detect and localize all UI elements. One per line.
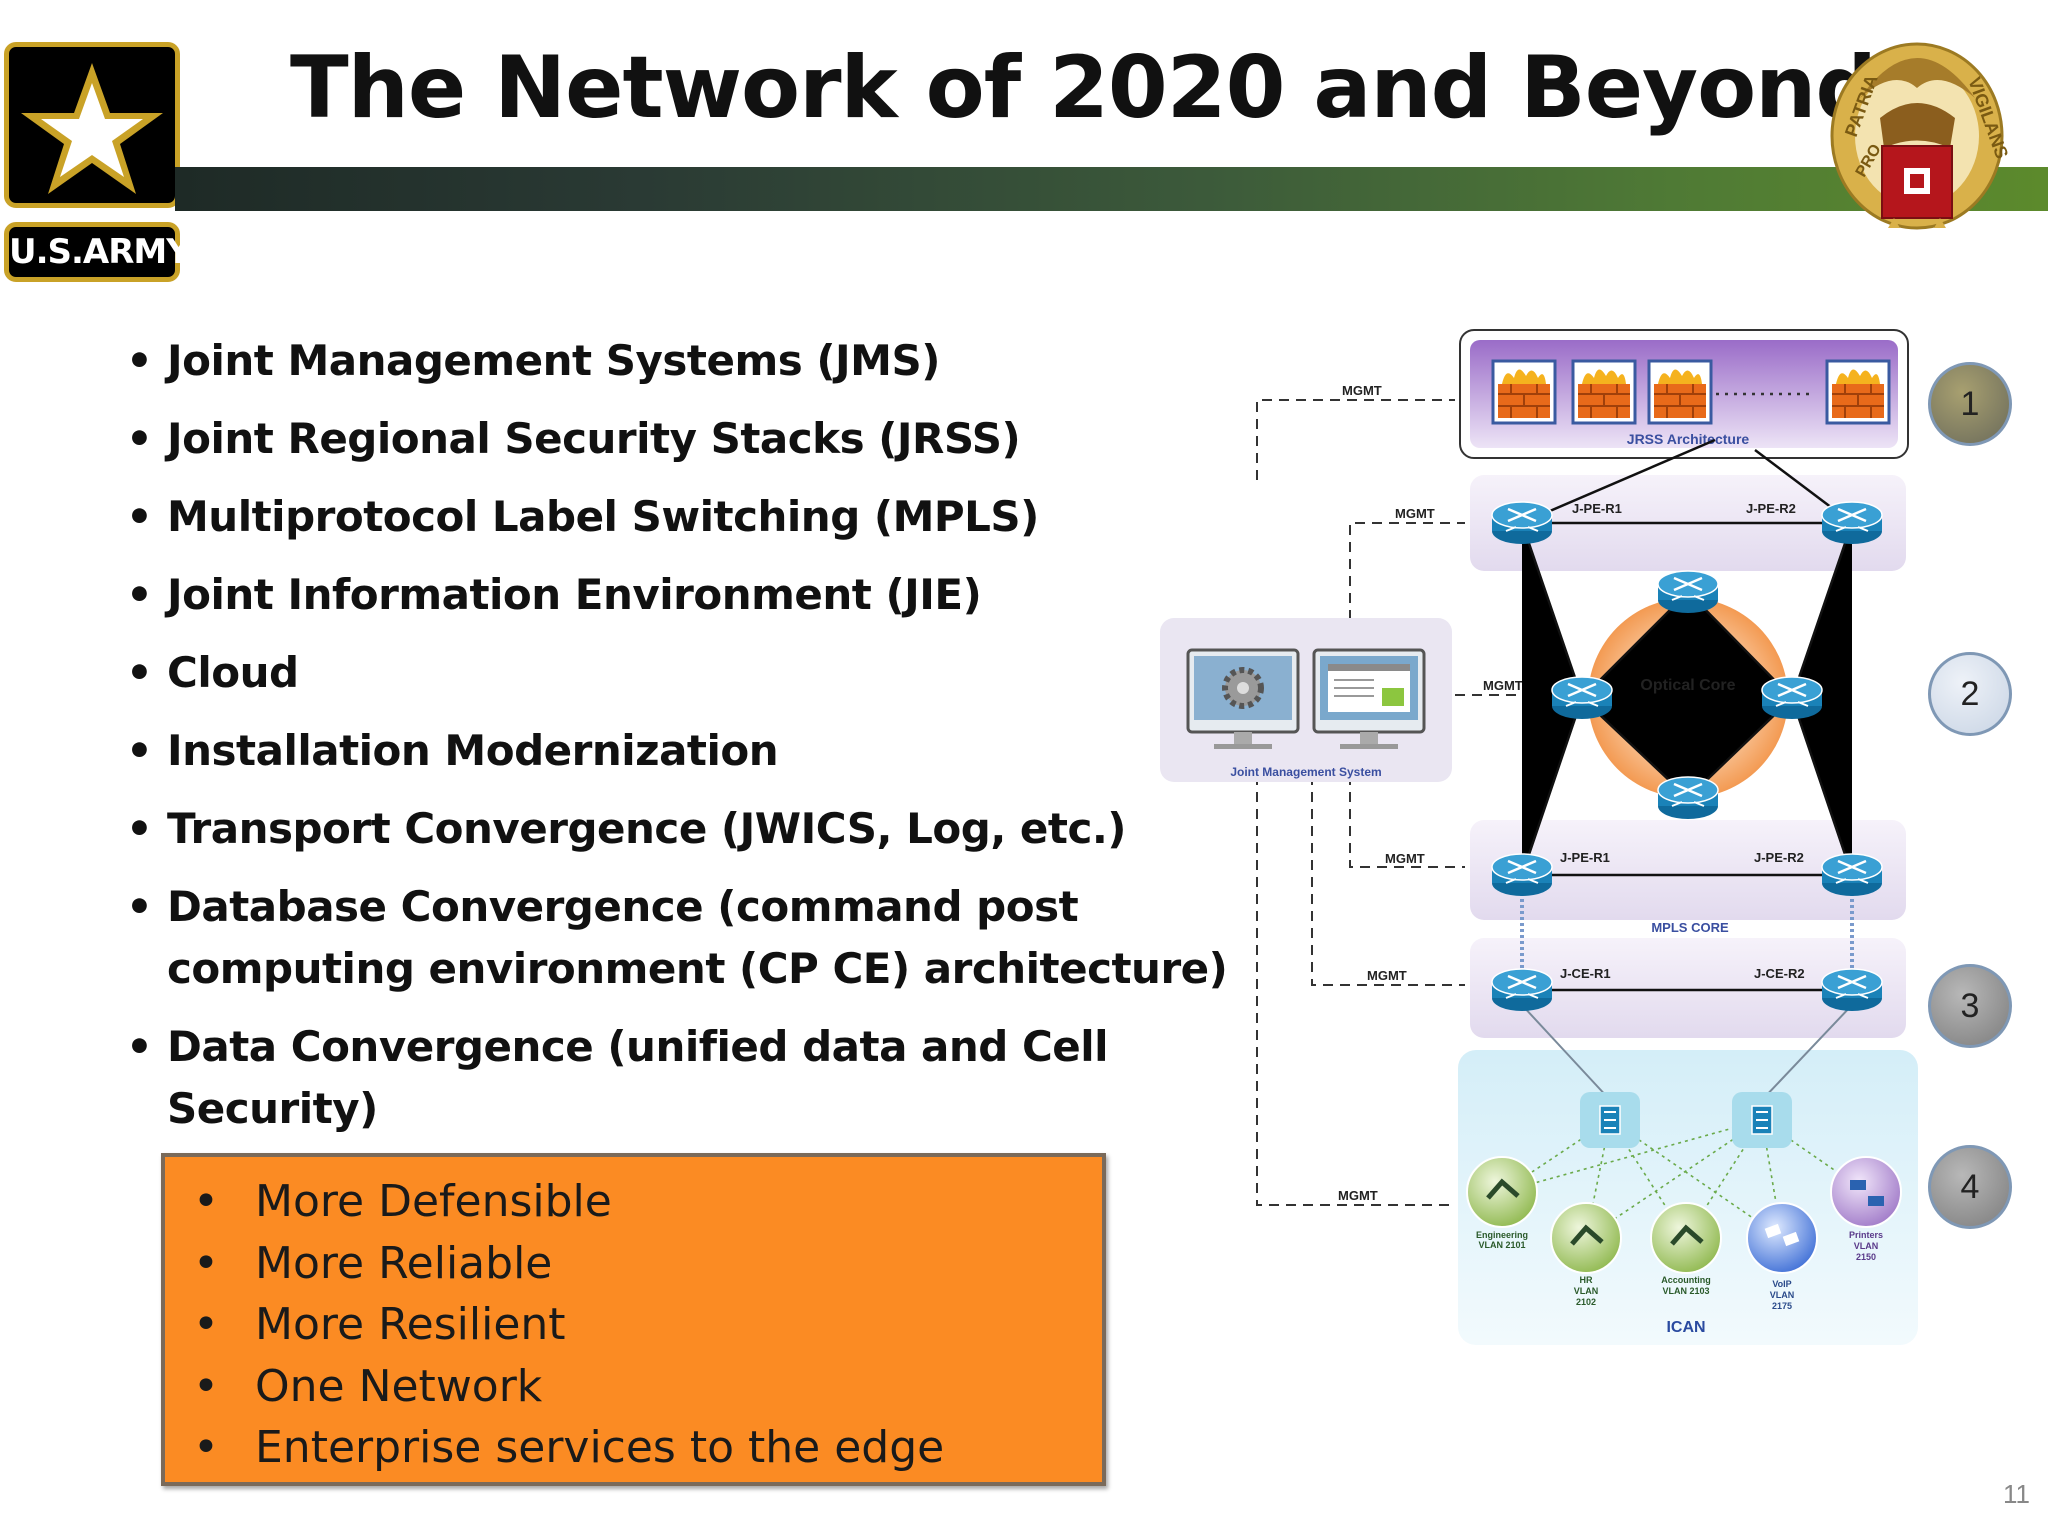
svg-text:Printers: Printers: [1849, 1230, 1883, 1240]
switch-icon: [1579, 1091, 1641, 1149]
pe-label: J-PE-R2: [1746, 501, 1796, 516]
optical-core-label: Optical Core: [1640, 677, 1735, 694]
ce-panel: [1470, 938, 1906, 1038]
benefit-item: More Defensible: [185, 1171, 944, 1233]
tier-number-4: 4: [1928, 1145, 2012, 1229]
computer-monitor-icon: [1312, 648, 1426, 749]
ce-label: J-CE-R2: [1754, 966, 1805, 981]
jms-label: Joint Management System: [1230, 765, 1381, 779]
signal-corps-crest-icon: PATRIA VIGILANS PRO: [1830, 42, 2012, 230]
benefits-list: More Defensible More Reliable More Resil…: [185, 1171, 944, 1479]
firewall-icon: [1571, 359, 1637, 425]
ican-label: ICAN: [1666, 1319, 1705, 1336]
router-icon: [1490, 967, 1554, 1013]
mpls-core-label: MPLS CORE: [1651, 920, 1729, 935]
mgmt-label: MGMT: [1338, 1188, 1378, 1203]
page-title: The Network of 2020 and Beyond: [290, 38, 1877, 138]
bullet-item: Transport Convergence (JWICS, Log, etc.): [120, 798, 1250, 860]
svg-text:VLAN: VLAN: [1574, 1286, 1599, 1296]
mpls-core-panel: [1470, 820, 1906, 920]
page-number: 11: [2003, 1479, 2030, 1509]
bullet-item: Multiprotocol Label Switching (MPLS): [120, 486, 1250, 548]
network-diagram: MGMT MGMT MGMT MGMT MGMT MGMT JRSS Archi…: [1160, 329, 1918, 1345]
mgmt-label: MGMT: [1367, 968, 1407, 983]
benefit-item: One Network: [185, 1356, 944, 1418]
mgmt-label: MGMT: [1385, 851, 1425, 866]
router-icon: [1490, 852, 1554, 898]
tier-number-2: 2: [1928, 652, 2012, 736]
bullet-item: Joint Regional Security Stacks (JRSS): [120, 408, 1250, 470]
topic-bullet-list: Joint Management Systems (JMS) Joint Reg…: [120, 330, 1250, 1156]
vlan-hr: HR VLAN 2102: [1550, 1202, 1622, 1307]
svg-text:2175: 2175: [1772, 1301, 1792, 1311]
mgmt-label: MGMT: [1483, 678, 1523, 693]
vlan-engineering: Engineering VLAN 2101: [1466, 1156, 1538, 1250]
router-icon: [1490, 500, 1554, 546]
svg-text:Engineering: Engineering: [1476, 1230, 1528, 1240]
benefits-box: More Defensible More Reliable More Resil…: [161, 1153, 1106, 1486]
mgmt-label: MGMT: [1342, 383, 1382, 398]
army-logo-text: U.S.ARMY: [4, 222, 191, 282]
tier-number-3: 3: [1928, 964, 2012, 1048]
router-icon: [1820, 967, 1884, 1013]
router-icon: [1820, 852, 1884, 898]
router-icon: [1656, 569, 1720, 615]
switch-icon: [1731, 1091, 1793, 1149]
router-icon: [1656, 775, 1720, 821]
svg-text:2102: 2102: [1576, 1297, 1596, 1307]
svg-text:VLAN: VLAN: [1854, 1241, 1879, 1251]
bullet-item: Joint Information Environment (JIE): [120, 564, 1250, 626]
benefit-item: Enterprise services to the edge: [185, 1417, 944, 1479]
ce-label: J-CE-R1: [1560, 966, 1611, 981]
mgmt-label: MGMT: [1395, 506, 1435, 521]
pe-label: J-PE-R2: [1754, 850, 1804, 865]
computer-monitor-icon: [1186, 648, 1300, 749]
jrss-label: JRSS Architecture: [1627, 431, 1750, 447]
router-icon: [1820, 500, 1884, 546]
pe-label: J-PE-R1: [1572, 501, 1622, 516]
benefit-item: More Reliable: [185, 1233, 944, 1295]
firewall-icon: [1647, 359, 1713, 425]
army-star-logo: [4, 42, 180, 208]
svg-text:VLAN 2103: VLAN 2103: [1662, 1286, 1709, 1296]
tier-number-1: 1: [1928, 362, 2012, 446]
vlan-printers: Printers VLAN 2150: [1830, 1156, 1902, 1262]
svg-text:HR: HR: [1580, 1275, 1593, 1285]
router-icon: [1760, 675, 1824, 721]
bullet-item: Installation Modernization: [120, 720, 1250, 782]
svg-text:Accounting: Accounting: [1661, 1275, 1711, 1285]
pe-label: J-PE-R1: [1560, 850, 1610, 865]
firewall-icon: [1491, 359, 1557, 425]
svg-text:VLAN 2101: VLAN 2101: [1478, 1240, 1525, 1250]
vlan-accounting: Accounting VLAN 2103: [1650, 1202, 1722, 1296]
benefit-item: More Resilient: [185, 1294, 944, 1356]
bullet-item: Data Convergence (unified data and Cell …: [120, 1016, 1250, 1140]
header-band: [175, 167, 2048, 211]
router-icon: [1550, 675, 1614, 721]
bullet-item: Database Convergence (command post compu…: [120, 876, 1250, 1000]
svg-text:2150: 2150: [1856, 1252, 1876, 1262]
bullet-item: Cloud: [120, 642, 1250, 704]
firewall-icon: [1825, 359, 1891, 425]
svg-text:VLAN: VLAN: [1770, 1290, 1795, 1300]
bullet-item: Joint Management Systems (JMS): [120, 330, 1250, 392]
star-icon: [21, 63, 163, 194]
vlan-voip: VoIP VLAN 2175: [1746, 1202, 1818, 1311]
svg-text:VoIP: VoIP: [1772, 1279, 1791, 1289]
